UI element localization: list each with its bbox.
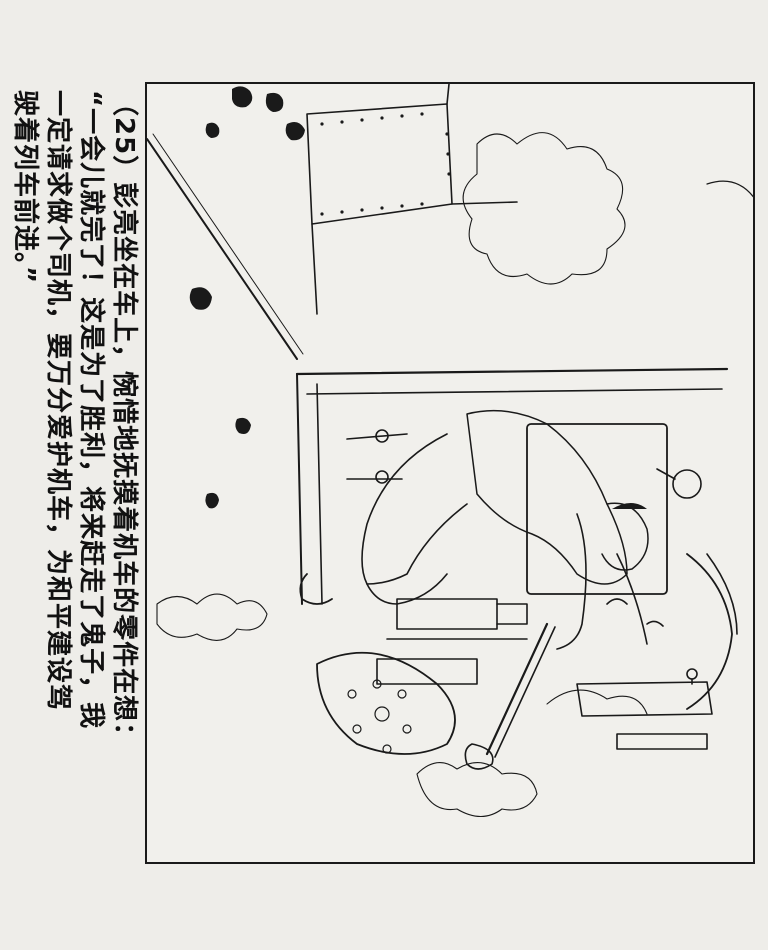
panel-caption: （25）彭亮坐在车上，惋惜地抚摸着机车的零件在想： “一会儿就完了！这是为了胜利… xyxy=(6,90,140,870)
locomotive-illustration xyxy=(147,84,753,818)
illustration-frame xyxy=(145,82,755,864)
caption-line-4: 驶着列车前进。” xyxy=(10,90,40,285)
caption-line-3: 一定请求做个司机，要万分爱护机车，为和平建设驾 xyxy=(43,90,73,712)
caption-line-1: （25）彭亮坐在车上，惋惜地抚摸着机车的零件在想： xyxy=(109,90,139,750)
caption-line-2: “一会儿就完了！这是为了胜利，将来赶走了鬼子，我 xyxy=(76,90,106,730)
caption-rotated-block: （25）彭亮坐在车上，惋惜地抚摸着机车的零件在想： “一会儿就完了！这是为了胜利… xyxy=(6,90,140,870)
